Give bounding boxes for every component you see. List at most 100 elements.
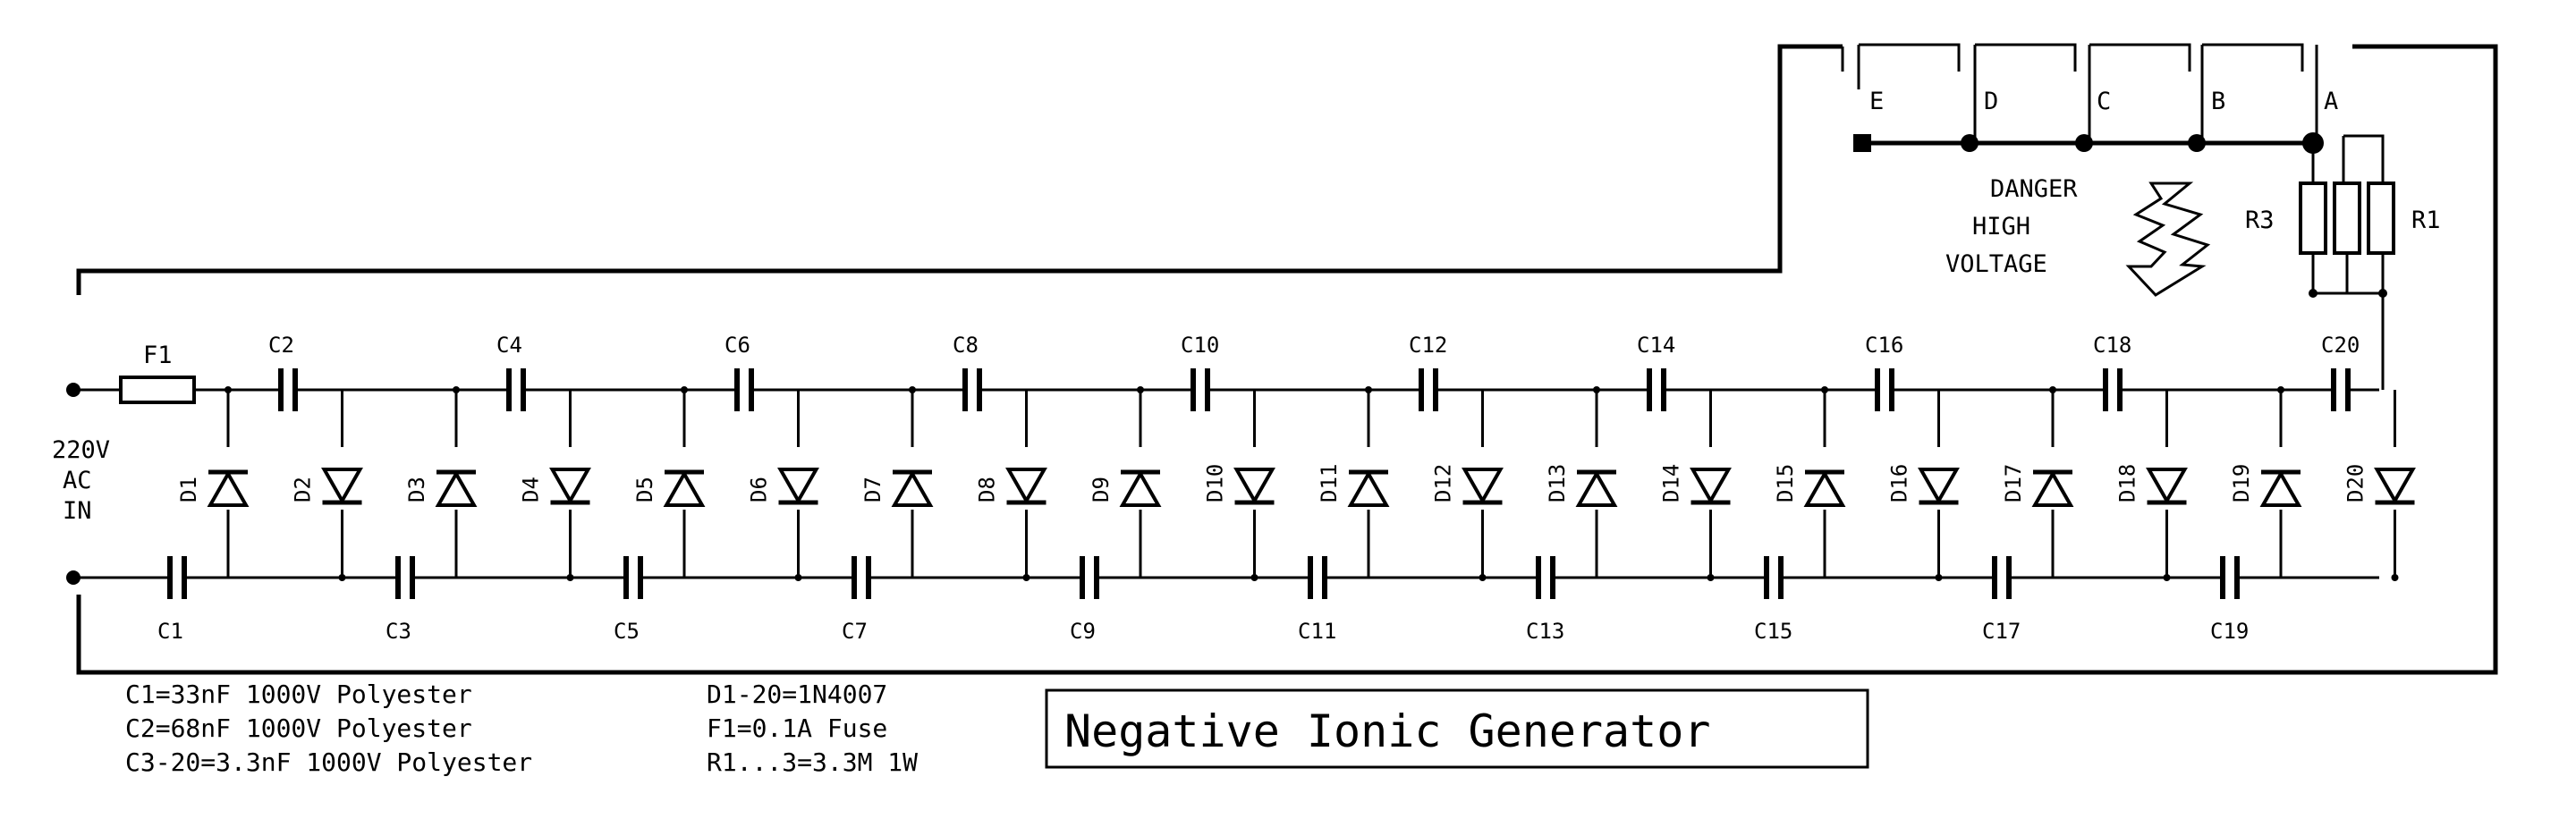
capacitor-bottom-6-label: C11 — [1298, 619, 1336, 644]
capacitor-top-5-label: C10 — [1181, 333, 1219, 358]
resistor-r3 — [2299, 182, 2327, 255]
diode-label-9: D9 — [1089, 477, 1114, 502]
output-node-b — [2188, 134, 2206, 152]
capacitor-bottom-5 — [1080, 556, 1099, 599]
output-label-c: C — [2097, 88, 2111, 115]
diode-1 — [207, 447, 250, 510]
output-label-d: D — [1984, 88, 1998, 115]
diode-9 — [1119, 447, 1162, 510]
diode-3 — [435, 447, 478, 510]
capacitor-top-4-label: C8 — [953, 333, 979, 358]
capacitor-bottom-3 — [623, 556, 643, 599]
note-right-3: R1...3=3.3M 1W — [707, 747, 918, 777]
capacitor-top-1-label: C2 — [268, 333, 294, 358]
diode-label-4: D4 — [519, 477, 544, 502]
capacitor-top-4 — [962, 368, 982, 411]
capacitor-bottom-4-label: C7 — [842, 619, 868, 644]
capacitor-top-10-label: C20 — [2321, 333, 2360, 358]
diode-18 — [2146, 447, 2188, 510]
capacitor-top-7 — [1647, 368, 1666, 411]
diode-label-15: D15 — [1773, 464, 1798, 502]
diode-label-20: D20 — [2343, 464, 2368, 502]
diode-5 — [663, 447, 706, 510]
diode-14 — [1690, 447, 1732, 510]
diode-label-13: D13 — [1545, 464, 1570, 502]
diode-label-3: D3 — [404, 477, 429, 502]
capacitor-bottom-8 — [1764, 556, 1784, 599]
resistor-bank: R3 R1 — [2245, 134, 2441, 390]
diode-label-11: D11 — [1317, 464, 1342, 502]
capacitor-top-9 — [2103, 368, 2123, 411]
capacitor-top-10 — [2331, 368, 2351, 411]
note-right-1: D1-20=1N4007 — [707, 680, 887, 709]
diode-11 — [1347, 447, 1390, 510]
capacitor-top-2 — [506, 368, 526, 411]
note-right-2: F1=0.1A Fuse — [707, 713, 887, 743]
high-voltage-arrow-icon — [2125, 182, 2211, 297]
diode-label-6: D6 — [747, 477, 772, 502]
diode-19 — [2259, 447, 2302, 510]
capacitor-top-9-label: C18 — [2093, 333, 2131, 358]
capacitor-bottom-7 — [1536, 556, 1555, 599]
diode-17 — [2031, 447, 2074, 510]
input-label-line1: 220V — [52, 436, 110, 464]
output-node-e — [1853, 134, 1871, 152]
diode-label-12: D12 — [1431, 464, 1456, 502]
diode-label-7: D7 — [860, 477, 886, 502]
capacitor-bottom-7-label: C13 — [1526, 619, 1564, 644]
diode-label-14: D14 — [1659, 464, 1684, 502]
diode-13 — [1575, 447, 1618, 510]
diode-label-10: D10 — [1203, 464, 1228, 502]
capacitor-top-5 — [1191, 368, 1210, 411]
diode-label-8: D8 — [975, 477, 1000, 502]
diode-7 — [891, 447, 934, 510]
capacitor-bottom-6 — [1308, 556, 1327, 599]
warning-line2: HIGH — [1972, 213, 2030, 241]
capacitor-bottom-1-label: C1 — [157, 619, 183, 644]
diode-label-19: D19 — [2229, 464, 2254, 502]
note-left-3: C3-20=3.3nF 1000V Polyester — [125, 747, 532, 777]
output-label-e: E — [1869, 88, 1884, 115]
diode-4 — [549, 447, 591, 510]
capacitor-bottom-9 — [1992, 556, 2012, 599]
capacitor-top-3 — [734, 368, 754, 411]
output-label-b: B — [2211, 88, 2225, 115]
diode-label-17: D17 — [2001, 464, 2026, 502]
resistor-label-r3: R3 — [2245, 207, 2275, 234]
diode-label-18: D18 — [2115, 464, 2140, 502]
resistor-label-r1: R1 — [2411, 207, 2441, 234]
capacitor-bottom-10-label: C19 — [2210, 619, 2249, 644]
output-node-d — [1961, 134, 1979, 152]
capacitor-top-8-label: C16 — [1865, 333, 1903, 358]
capacitor-top-3-label: C6 — [724, 333, 750, 358]
diode-label-16: D16 — [1887, 464, 1912, 502]
fuse-label: F1 — [143, 342, 173, 369]
diode-label-5: D5 — [632, 477, 657, 502]
capacitor-top-7-label: C14 — [1637, 333, 1675, 358]
capacitor-bottom-2 — [395, 556, 415, 599]
resistor-r2 — [2333, 182, 2361, 255]
fuse-symbol — [119, 376, 196, 404]
diode-20 — [2374, 447, 2416, 510]
capacitor-top-6 — [1419, 368, 1438, 411]
input-terminal-bottom — [66, 570, 80, 585]
diode-label-2: D2 — [291, 477, 316, 502]
resistor-r1 — [2367, 182, 2395, 255]
diode-8 — [1005, 447, 1047, 510]
capacitor-bottom-9-label: C17 — [1982, 619, 2021, 644]
capacitor-bottom-1 — [167, 556, 187, 599]
capacitor-bottom-10 — [2220, 556, 2240, 599]
capacitor-bottom-5-label: C9 — [1070, 619, 1096, 644]
note-left-2: C2=68nF 1000V Polyester — [125, 713, 472, 743]
note-left-1: C1=33nF 1000V Polyester — [125, 680, 472, 709]
frame-wires — [76, 44, 2498, 675]
capacitor-top-8 — [1875, 368, 1894, 411]
capacitor-top-1 — [278, 368, 298, 411]
input-label-line3: IN — [63, 497, 92, 525]
diode-16 — [1918, 447, 1960, 510]
input-terminal-top — [66, 383, 80, 397]
capacitor-bottom-3-label: C5 — [614, 619, 640, 644]
diode-6 — [777, 447, 819, 510]
